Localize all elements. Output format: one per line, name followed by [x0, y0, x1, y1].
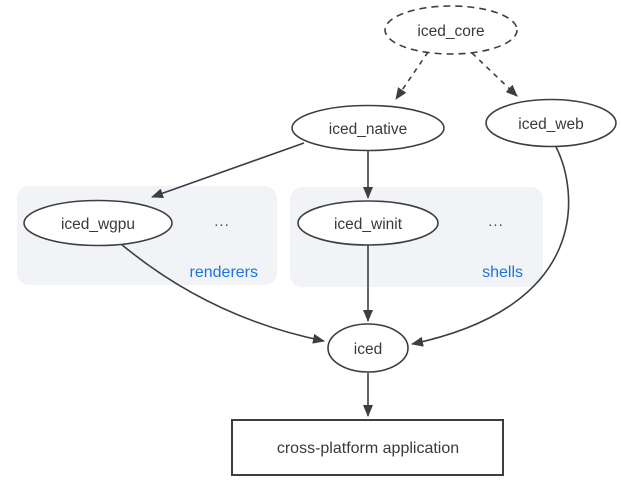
node-cross-platform-application: [231, 419, 504, 476]
node-cross-platform-application-label: cross-platform application: [277, 440, 459, 457]
node-iced-label: iced: [354, 341, 382, 358]
node-iced-winit: [297, 200, 439, 246]
node-iced-wgpu-label: iced_wgpu: [61, 216, 135, 233]
edge-iced-core-to-iced-native: [395, 51, 429, 100]
node-iced-native-label: iced_native: [329, 121, 407, 138]
shells-group-label: shells: [482, 264, 523, 281]
node-iced-core-label: iced_core: [417, 23, 484, 40]
edge-iced-web-to-iced: [411, 146, 570, 347]
node-iced-web: [485, 98, 617, 148]
node-iced-native: [291, 104, 445, 152]
node-iced-wgpu: [23, 199, 173, 247]
node-iced: [327, 323, 409, 373]
edge-iced-wgpu-to-iced: [120, 243, 325, 344]
node-iced-web-label: iced_web: [518, 116, 584, 133]
renderers-group-label: renderers: [190, 264, 258, 281]
edge-iced-native-to-iced-wgpu: [151, 142, 305, 199]
node-iced-core: [384, 5, 518, 55]
shells-ellipsis: ...: [488, 213, 504, 230]
node-iced-winit-label: iced_winit: [334, 216, 403, 233]
renderers-ellipsis: ...: [214, 213, 230, 230]
edge-iced-core-to-iced-web: [471, 52, 518, 97]
